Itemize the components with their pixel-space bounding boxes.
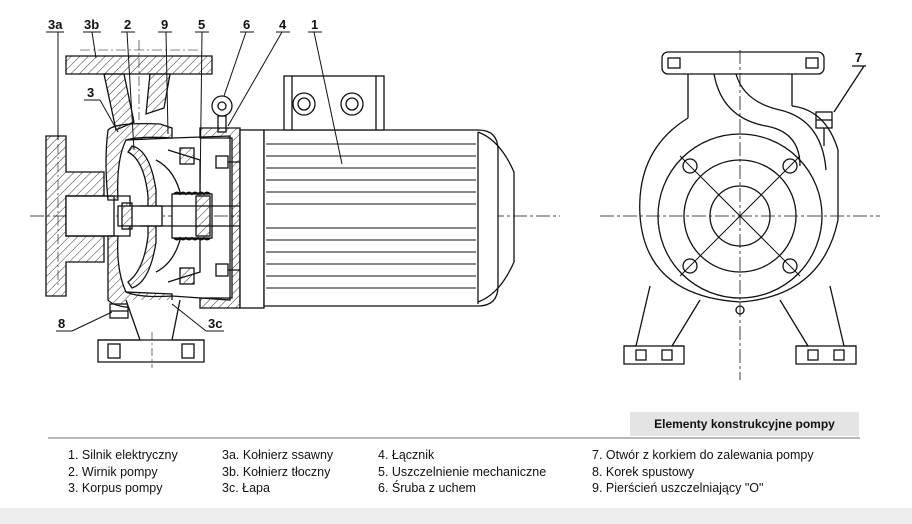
end-view-feet	[623, 285, 857, 365]
legend-column-3: 4. Łącznik 5. Uszczelnienie mechaniczne …	[378, 447, 546, 497]
footer-bar	[0, 508, 912, 524]
end-view-discharge-flange	[661, 51, 827, 171]
pump-technical-drawing: 3a 3b 2 9 5 6 4 1 3 8 3c 7	[30, 17, 880, 380]
legend-column-1: 1. Silnik elektryczny 2. Wirnik pompy 3.…	[68, 447, 178, 497]
callout-3a: 3a	[48, 17, 63, 32]
callout-9: 9	[161, 17, 168, 32]
legend-item: 3. Korpus pompy	[68, 481, 163, 495]
legend-item: 4. Łącznik	[378, 448, 435, 462]
callout-3: 3	[87, 85, 94, 100]
eye-bolt	[211, 95, 233, 133]
caption-box: Elementy konstrukcyjne pompy	[630, 412, 859, 436]
callout-3b: 3b	[84, 17, 99, 32]
callout-4: 4	[279, 17, 287, 32]
callout-1: 1	[311, 17, 318, 32]
callout-5: 5	[198, 17, 205, 32]
legend-column-4: 7. Otwór z korkiem do zalewania pompy 8.…	[592, 447, 814, 497]
callout-7: 7	[855, 50, 862, 65]
callout-6: 6	[243, 17, 250, 32]
suction-flange	[45, 135, 115, 297]
side-section-view	[30, 31, 560, 368]
legend-item: 8. Korek spustowy	[592, 464, 695, 479]
legend-item: 3b. Kołnierz tłoczny	[222, 464, 331, 479]
caption-title: Elementy konstrukcyjne pompy	[654, 417, 835, 431]
discharge-flange	[65, 40, 213, 131]
mechanical-seal	[171, 191, 213, 241]
leader-lines	[46, 31, 343, 332]
priming-plug	[815, 65, 866, 146]
legend-item: 5. Uszczelnienie mechaniczne	[378, 464, 547, 479]
electric-motor	[239, 75, 515, 309]
legend-item: 2. Wirnik pompy	[68, 464, 158, 479]
caption-divider	[48, 437, 860, 439]
callout-8: 8	[58, 316, 65, 331]
pump-foot	[97, 299, 205, 368]
end-view	[600, 50, 880, 380]
legend-item: 3c. Łapa	[222, 481, 270, 495]
legend-item: 7. Otwór z korkiem do zalewania pompy	[592, 448, 814, 462]
legend-column-2: 3a. Kołnierz ssawny 3b. Kołnierz tłoczny…	[222, 447, 333, 497]
legend-item: 6. Śruba z uchem	[378, 481, 476, 495]
legend-item: 3a. Kołnierz ssawny	[222, 448, 334, 462]
legend-item: 1. Silnik elektryczny	[68, 448, 178, 462]
legend-item: 9. Pierścień uszczelniający "O"	[592, 481, 764, 495]
shaft	[140, 205, 240, 227]
callout-3c: 3c	[208, 316, 222, 331]
end-view-casing	[639, 105, 839, 315]
callout-2: 2	[124, 17, 131, 32]
drain-plug	[109, 303, 129, 319]
